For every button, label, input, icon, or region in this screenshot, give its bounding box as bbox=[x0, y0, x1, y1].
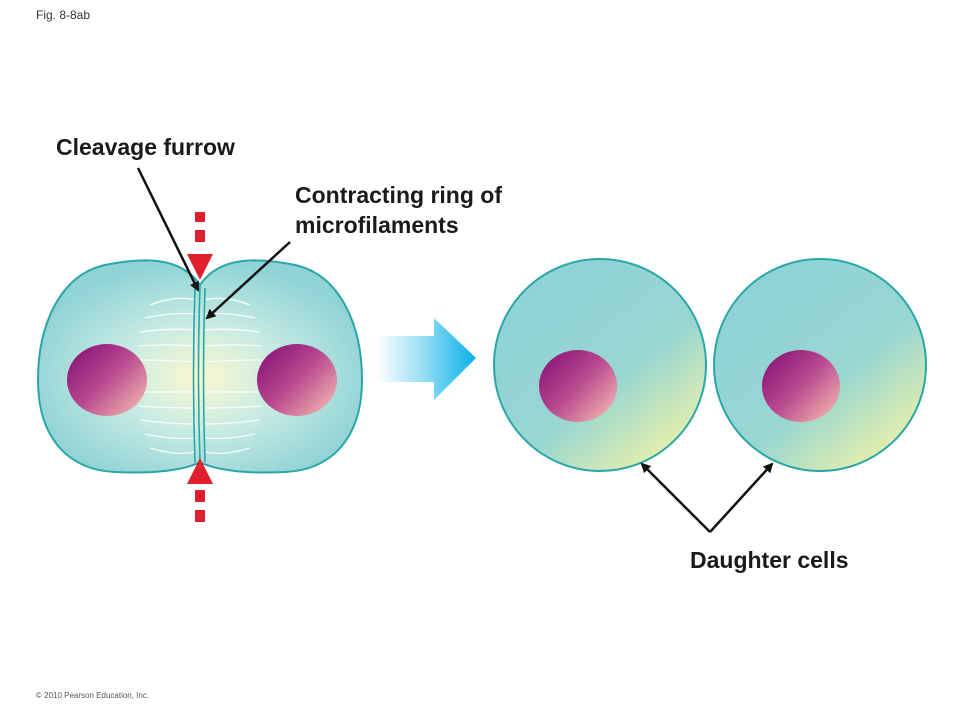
daughter-cell-left bbox=[493, 258, 707, 472]
nucleus-left bbox=[67, 344, 147, 416]
pointer-contracting-ring bbox=[205, 241, 291, 320]
pointer-daughter-cells bbox=[640, 462, 774, 533]
nucleus-right bbox=[257, 344, 337, 416]
spindle-fibers bbox=[137, 297, 263, 454]
figure-label: Fig. 8-8ab bbox=[36, 8, 91, 22]
furrow-arrow-bottom bbox=[187, 458, 213, 522]
dividing-cell bbox=[36, 259, 364, 474]
daughter-cell-right bbox=[713, 258, 927, 472]
label-contracting-ring-line2: microfilaments bbox=[295, 212, 459, 238]
pointer-cleavage-furrow bbox=[136, 167, 200, 292]
label-daughter-cells: Daughter cells bbox=[690, 547, 849, 573]
label-contracting-ring-line1: Contracting ring of bbox=[295, 182, 502, 208]
daughter-nucleus-right bbox=[762, 350, 840, 422]
label-contracting-ring: Contracting ring of microfilaments bbox=[295, 180, 502, 240]
furrow-arrow-top bbox=[187, 212, 213, 280]
copyright-notice: © 2010 Pearson Education, Inc. bbox=[36, 691, 150, 700]
right-arrow-icon bbox=[377, 318, 476, 400]
label-cleavage-furrow: Cleavage furrow bbox=[56, 134, 235, 160]
daughter-nucleus-left bbox=[539, 350, 617, 422]
contracting-ring bbox=[192, 284, 206, 463]
